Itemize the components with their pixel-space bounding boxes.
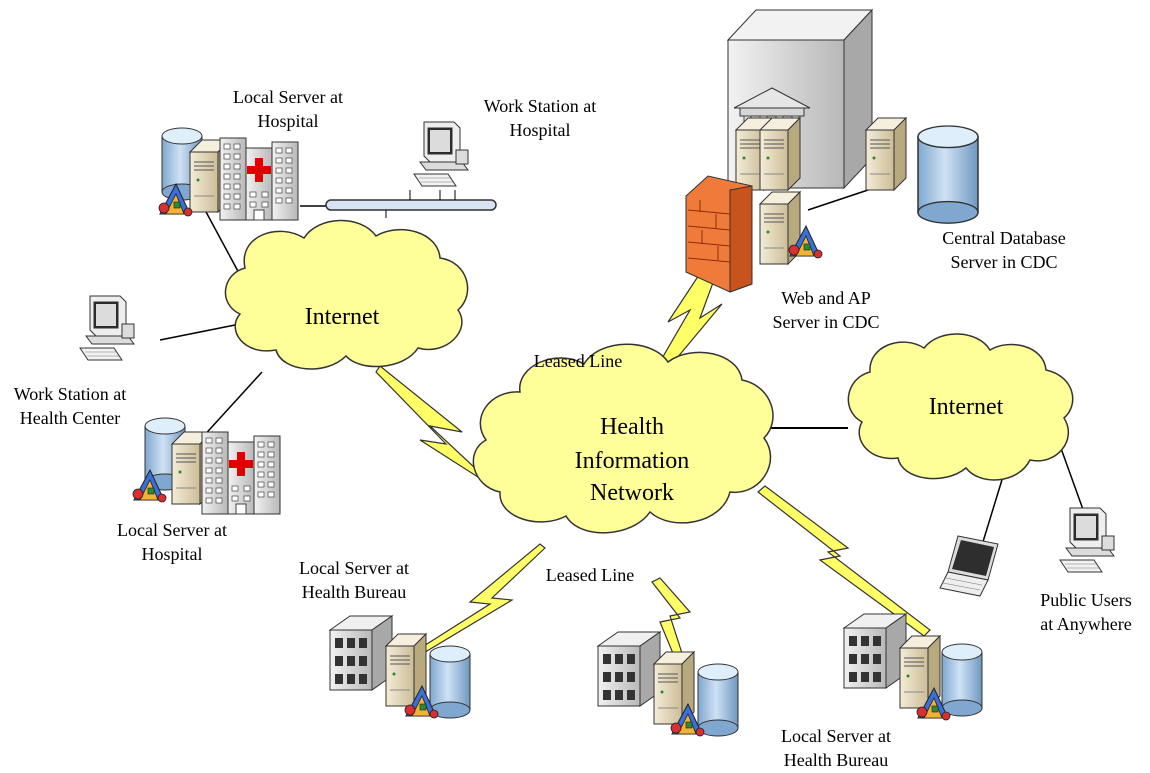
bureau-server-middle [597, 631, 739, 737]
label-bureau-left-2: Health Bureau [302, 582, 406, 602]
cloud-label-hin-3: Network [590, 480, 674, 506]
label-hospital-server-bottom-2: Hospital [142, 544, 203, 564]
cloud-label-hin-2: Information [575, 448, 690, 474]
label-leased-line-bottom: Leased Line [546, 565, 634, 585]
label-hospital-server-top: Local Server at [233, 87, 343, 107]
label-bureau-right-2: Health Bureau [784, 750, 888, 770]
label-leased-line-top: Leased Line [534, 351, 622, 371]
health-information-network-cloud [472, 343, 774, 534]
label-web-ap-2: Server in CDC [773, 312, 880, 332]
database-icon [941, 643, 983, 717]
label-central-db: Central Database [942, 228, 1065, 248]
hospital-lan-bus [300, 190, 497, 218]
label-central-db-2: Server in CDC [951, 252, 1058, 272]
internet-cloud-right [847, 333, 1074, 481]
label-bureau-left: Local Server at [299, 558, 409, 578]
office-building-icon [329, 615, 393, 691]
internet-cloud-left [224, 219, 469, 370]
label-public-users: Public Users [1040, 590, 1132, 610]
hospital-building-icon [219, 137, 299, 221]
hospital-server-bottom [132, 417, 281, 515]
bureau-server-right [843, 613, 983, 721]
label-web-ap: Web and AP [781, 288, 871, 308]
cloud-label-internet-right: Internet [929, 394, 1004, 420]
database-icon [697, 663, 739, 737]
cloud-label-internet-left: Internet [305, 304, 380, 330]
lightning-link-icon [407, 543, 546, 661]
office-building-icon [597, 631, 661, 707]
cdc-site [685, 8, 874, 293]
server-icon [865, 117, 907, 191]
label-workstation-hc-2: Health Center [20, 408, 120, 428]
workstation-icon [79, 295, 135, 361]
label-public-users-2: at Anywhere [1040, 614, 1131, 634]
workstation-icon [413, 121, 469, 187]
central-database-server [865, 117, 979, 224]
server-icon [759, 117, 801, 191]
label-workstation-hc: Work Station at [14, 384, 127, 404]
laptop-icon [939, 535, 999, 597]
label-hospital-server-top-2: Hospital [258, 111, 319, 131]
office-building-icon [843, 613, 907, 689]
database-icon [917, 125, 979, 224]
label-hospital-server-bottom: Local Server at [117, 520, 227, 540]
label-workstation-hospital-2: Hospital [510, 120, 571, 140]
diagram-labels: Internet Health Information Network Inte… [14, 87, 1132, 770]
lightning-link-icon [757, 485, 931, 637]
workstation-icon [1059, 507, 1115, 573]
cloud-label-hin-1: Health [600, 414, 664, 440]
hospital-server-top [158, 127, 299, 221]
hospital-building-icon [201, 431, 281, 515]
database-icon [429, 645, 471, 719]
firewall-icon [685, 175, 753, 293]
label-bureau-right: Local Server at [781, 726, 891, 746]
label-workstation-hospital: Work Station at [484, 96, 597, 116]
